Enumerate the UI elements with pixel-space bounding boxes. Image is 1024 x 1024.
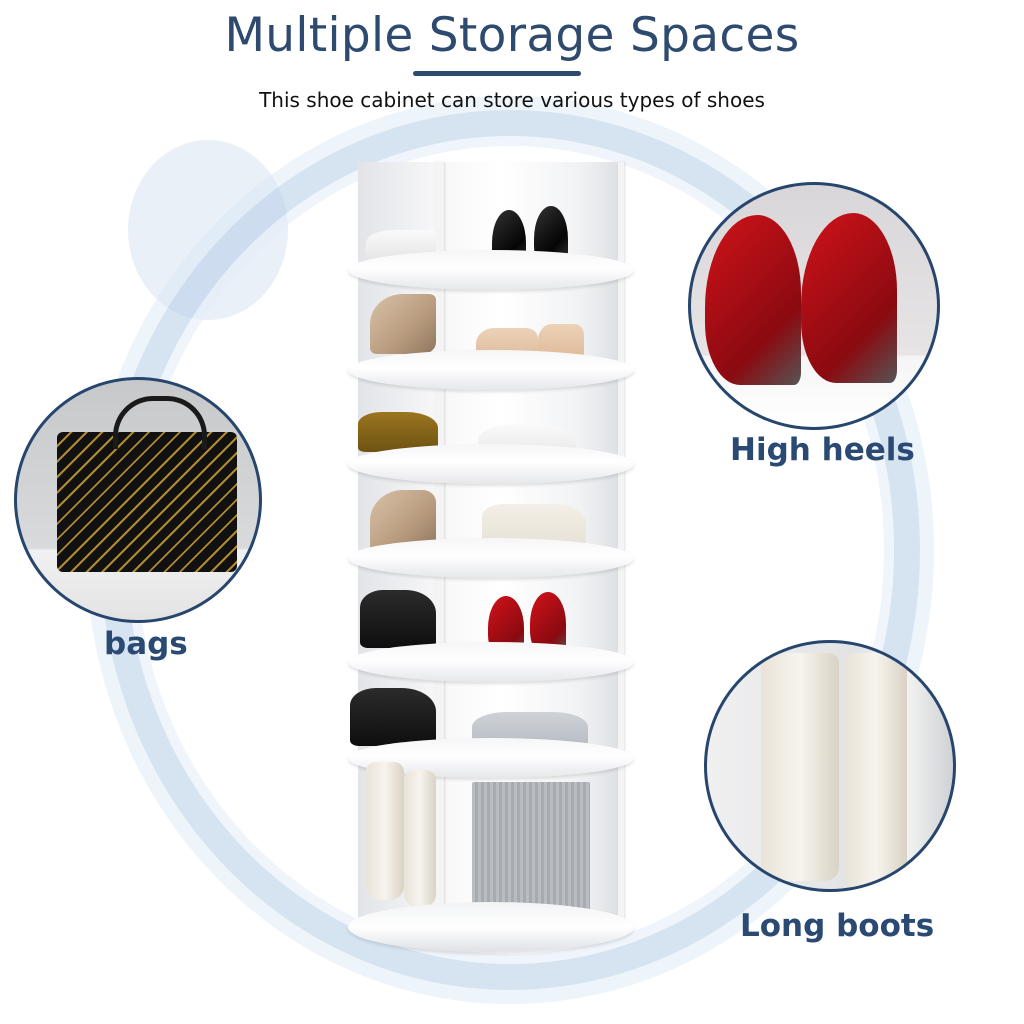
handbag-handle	[113, 396, 207, 449]
label-long-boots: Long boots	[740, 908, 935, 944]
shoe-cabinet-tower	[346, 142, 636, 952]
shelf-disc-2	[348, 350, 634, 390]
label-bags: bags	[104, 626, 188, 662]
callout-bags	[14, 377, 262, 623]
shelf-disc-4	[348, 538, 634, 578]
handbag-image	[57, 432, 237, 572]
base-disc	[348, 902, 634, 952]
black-shoes	[360, 590, 436, 648]
shelf-disc-5	[348, 642, 634, 682]
cabinet-divider-right	[618, 162, 624, 932]
long-boot-closeup-right	[845, 653, 907, 889]
shelf-disc-1	[348, 250, 634, 290]
title-underline	[413, 71, 581, 76]
callout-high-heels	[688, 182, 940, 430]
red-heel-closeup-right	[801, 213, 897, 383]
page-title: Multiple Storage Spaces	[224, 8, 800, 63]
long-boot-left	[366, 762, 404, 900]
black-shoes-2	[350, 688, 436, 746]
page-subtitle: This shoe cabinet can store various type…	[259, 88, 765, 112]
long-boot-closeup-left	[761, 653, 839, 881]
label-high-heels: High heels	[730, 432, 915, 468]
long-boot-right	[404, 770, 436, 908]
shelf-disc-3	[348, 444, 634, 484]
nude-heels	[370, 294, 436, 354]
callout-long-boots	[704, 640, 956, 892]
red-heel-closeup-left	[705, 215, 801, 385]
